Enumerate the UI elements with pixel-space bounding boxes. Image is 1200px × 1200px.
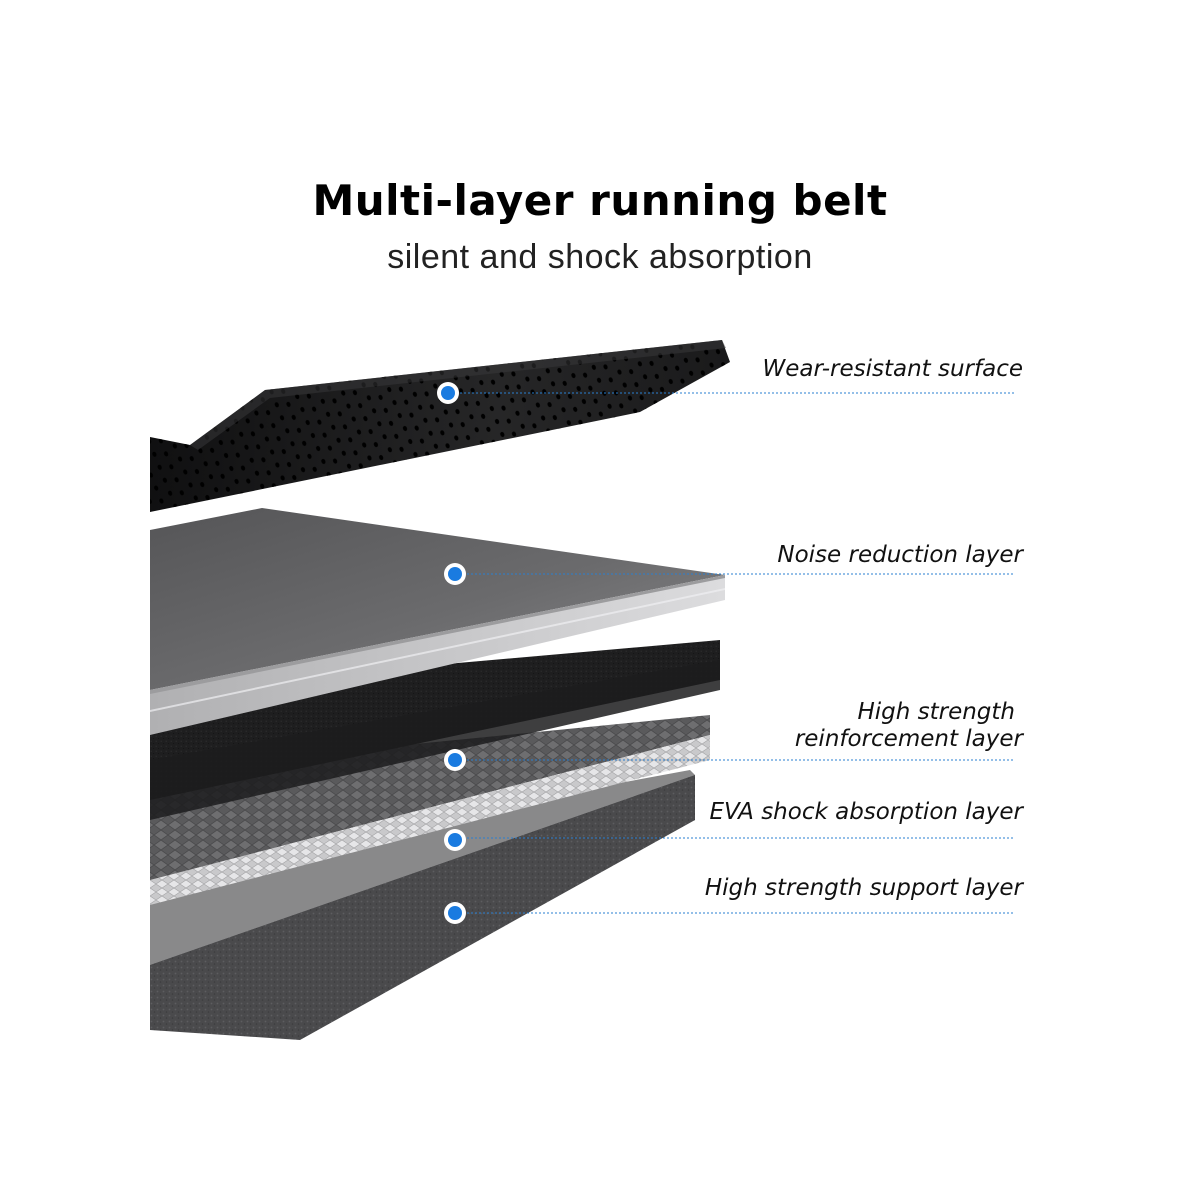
label-line: reinforcement layer: [794, 726, 1023, 752]
layer-markers: [437, 382, 466, 924]
label-line: Wear-resistant surface: [762, 356, 1023, 382]
label-noise-reduction-layer: Noise reduction layer: [777, 542, 1023, 569]
page-title: Multi-layer running belt: [312, 176, 888, 225]
wear-surface-shape: [150, 340, 730, 512]
label-eva-shock-absorption-layer: EVA shock absorption layer: [709, 799, 1023, 826]
label-line: EVA shock absorption layer: [709, 799, 1023, 825]
marker-support-layer: [444, 902, 466, 924]
marker-wear-resistant-surface: [437, 382, 459, 404]
marker-reinforcement-layer: [444, 749, 466, 771]
marker-eva-layer: [444, 829, 466, 851]
noise-layer-shape: [150, 508, 725, 735]
label-high-strength-support-layer: High strength support layer: [705, 875, 1023, 902]
label-high-strength-reinforcement-layer: High strength reinforcement layer: [795, 699, 1023, 753]
page-subtitle: silent and shock absorption: [387, 238, 813, 276]
marker-noise-reduction-layer: [444, 563, 466, 585]
label-line: High strength support layer: [704, 875, 1023, 901]
label-line: Noise reduction layer: [777, 542, 1023, 568]
leader-lines: [448, 392, 1015, 914]
label-line: High strength: [857, 699, 1015, 725]
support-layer-shape: [150, 770, 695, 1040]
label-wear-resistant-surface: Wear-resistant surface: [763, 356, 1023, 383]
